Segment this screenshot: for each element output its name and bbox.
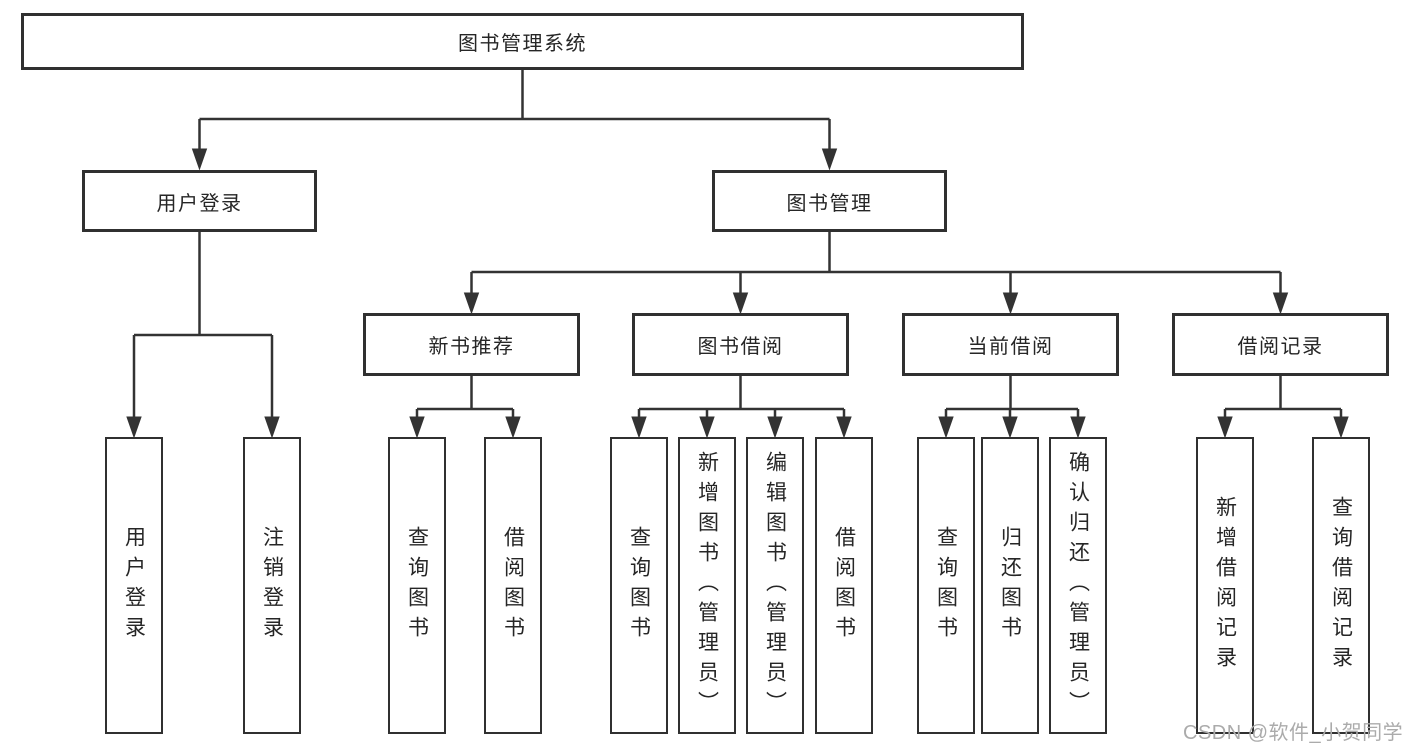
leaf-borrow-books: 借阅图书	[815, 437, 873, 734]
leaf-edit-books-admin: 编辑图书（管理员）	[746, 437, 804, 734]
node-current-borrowing-label: 当前借阅	[967, 336, 1054, 358]
leaf-query-borrow-record: 查询借阅记录	[1312, 437, 1370, 734]
node-new-book-recommend-label: 新书推荐	[428, 336, 515, 358]
node-user-login: 用户登录	[82, 170, 317, 232]
leaf-return-books: 归还图书	[981, 437, 1039, 734]
node-library-system-label: 图书管理系统	[458, 33, 587, 55]
leaf-query-borrow-record-label: 查询借阅记录	[1329, 495, 1353, 676]
leaf-borrow-books-label: 借阅图书	[832, 525, 856, 646]
leaf-query-books-current: 查询图书	[917, 437, 975, 734]
node-borrowing-records-label: 借阅记录	[1237, 336, 1324, 358]
csdn-watermark: CSDN @软件_小贺同学	[1183, 722, 1404, 744]
node-user-login-label: 用户登录	[156, 192, 243, 215]
node-new-book-recommend: 新书推荐	[363, 313, 580, 376]
leaf-user-login: 用户登录	[105, 437, 163, 734]
node-book-management-label: 图书管理	[786, 192, 873, 215]
leaf-query-books-recommend: 查询图书	[388, 437, 446, 734]
node-library-system: 图书管理系统	[21, 13, 1024, 70]
leaf-add-borrow-record: 新增借阅记录	[1196, 437, 1254, 734]
leaf-return-books-label: 归还图书	[998, 525, 1022, 646]
connector-book-borrow-to-children	[631, 376, 852, 439]
connector-borrow-records-to-children	[1217, 376, 1349, 439]
leaf-confirm-return-admin-label: 确认归还（管理员）	[1066, 450, 1090, 721]
node-book-borrowing-label: 图书借阅	[697, 336, 784, 358]
leaf-edit-books-admin-label: 编辑图书（管理员）	[763, 450, 787, 721]
connector-current-borrow-to-children	[938, 376, 1086, 439]
leaf-confirm-return-admin: 确认归还（管理员）	[1049, 437, 1107, 734]
leaf-logout: 注销登录	[243, 437, 301, 734]
node-current-borrowing: 当前借阅	[902, 313, 1119, 376]
leaf-borrow-books-recommend-label: 借阅图书	[501, 525, 525, 646]
leaf-borrow-books-recommend: 借阅图书	[484, 437, 542, 734]
node-book-borrowing: 图书借阅	[632, 313, 849, 376]
connector-root-to-level2	[191, 70, 838, 171]
leaf-query-books-recommend-label: 查询图书	[405, 525, 429, 646]
leaf-query-books-borrow-label: 查询图书	[627, 525, 651, 646]
leaf-logout-label: 注销登录	[260, 525, 284, 646]
node-borrowing-records: 借阅记录	[1172, 313, 1389, 376]
leaf-query-books-borrow: 查询图书	[610, 437, 668, 734]
leaf-add-borrow-record-label: 新增借阅记录	[1213, 495, 1237, 676]
node-book-management: 图书管理	[712, 170, 947, 232]
connector-user-login-to-children	[126, 232, 280, 439]
leaf-add-books-admin-label: 新增图书（管理员）	[695, 450, 719, 721]
leaf-query-books-current-label: 查询图书	[934, 525, 958, 646]
connector-new-book-rec-to-children	[409, 376, 521, 439]
connector-book-mgmt-to-level3	[463, 232, 1289, 315]
leaf-add-books-admin: 新增图书（管理员）	[678, 437, 736, 734]
leaf-user-login-label: 用户登录	[122, 525, 146, 646]
